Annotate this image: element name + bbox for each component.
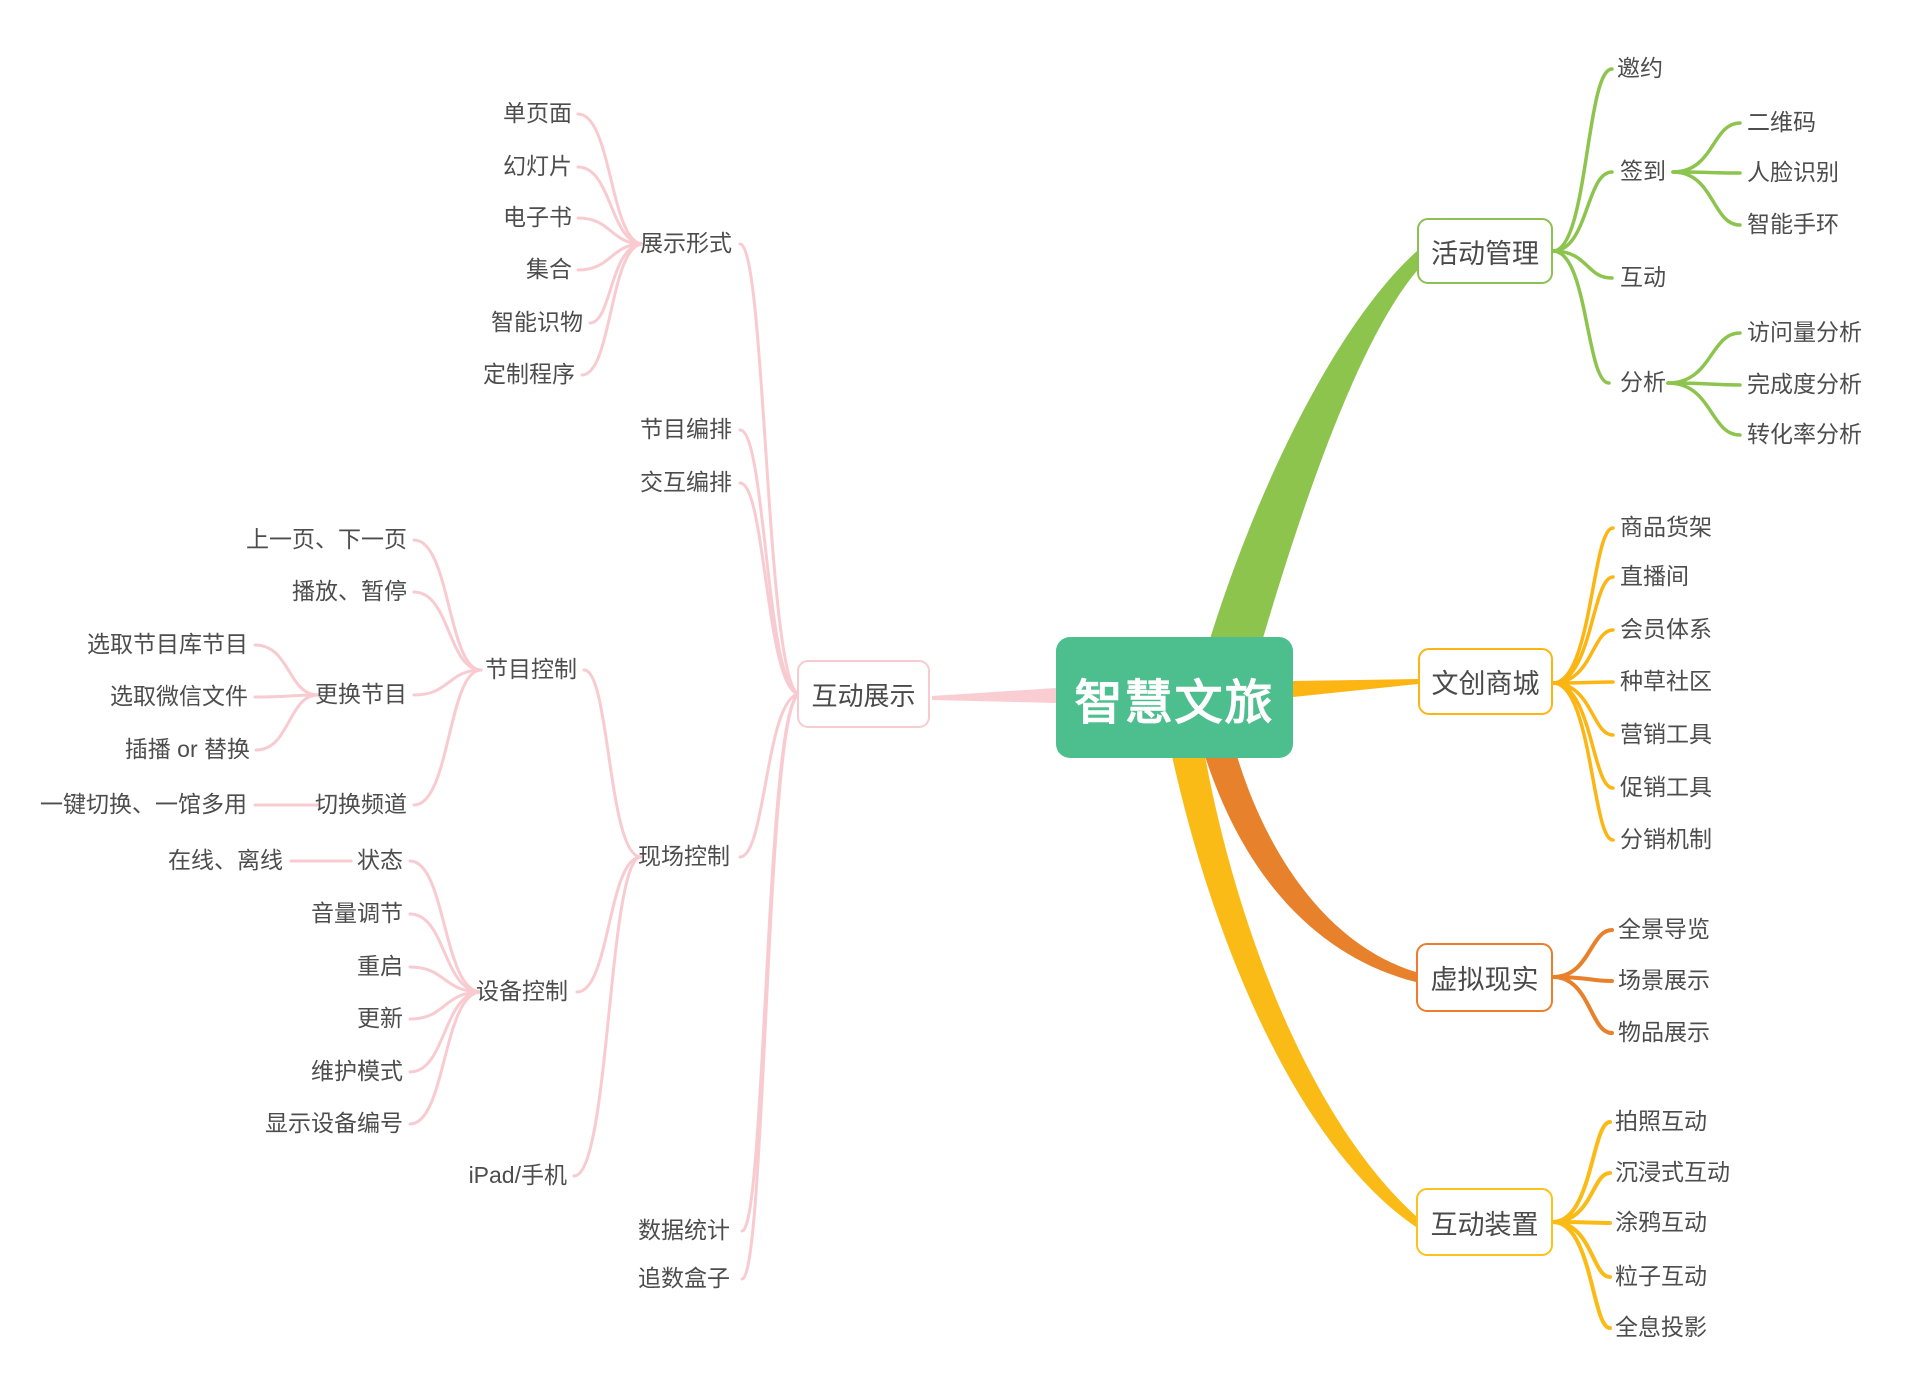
subtopic[interactable]: 更新 — [357, 1005, 403, 1032]
subtopic[interactable]: 完成度分析 — [1747, 371, 1862, 398]
subtopic-onsite-control[interactable]: 现场控制 — [638, 843, 730, 870]
subtopic-interaction[interactable]: 互动 — [1620, 264, 1666, 291]
topic-cultural-mall[interactable]: 文创商城 — [1418, 648, 1553, 715]
root-ribbons — [932, 251, 1424, 1227]
topic-activity-management[interactable]: 活动管理 — [1417, 218, 1553, 284]
subtopic-data-statistics[interactable]: 数据统计 — [638, 1217, 730, 1244]
subtopic-interaction-arrangement[interactable]: 交互编排 — [640, 469, 732, 496]
subtopic[interactable]: 智能手环 — [1747, 211, 1839, 238]
topic-virtual-reality[interactable]: 虚拟现实 — [1416, 943, 1553, 1012]
subtopic[interactable]: 营销工具 — [1620, 721, 1712, 748]
subtopic[interactable]: 选取微信文件 — [110, 683, 248, 710]
green-branch-curves — [1551, 67, 1742, 437]
subtopic-display-forms[interactable]: 展示形式 — [640, 230, 732, 257]
subtopic-switch-channel[interactable]: 切换频道 — [315, 791, 407, 818]
subtopic[interactable]: 音量调节 — [311, 900, 403, 927]
subtopic[interactable]: 直播间 — [1620, 563, 1689, 590]
pink-branch-curves — [253, 112, 802, 1281]
subtopic-program-control[interactable]: 节目控制 — [485, 656, 577, 683]
topic-interactive-display[interactable]: 互动展示 — [797, 660, 930, 728]
subtopic[interactable]: 显示设备编号 — [265, 1110, 403, 1137]
root-topic[interactable]: 智慧文旅 — [1056, 637, 1293, 758]
topic-interactive-devices[interactable]: 互动装置 — [1416, 1188, 1553, 1256]
subtopic-checkin[interactable]: 签到 — [1620, 158, 1666, 185]
subtopic[interactable]: 促销工具 — [1620, 774, 1712, 801]
subtopic[interactable]: 选取节目库节目 — [87, 631, 248, 658]
subtopic[interactable]: 单页面 — [503, 100, 572, 127]
subtopic-program-arrangement[interactable]: 节目编排 — [640, 416, 732, 443]
subtopic[interactable]: 访问量分析 — [1747, 319, 1862, 346]
subtopic-ipad-phone[interactable]: iPad/手机 — [468, 1162, 567, 1189]
subtopic[interactable]: 幻灯片 — [503, 153, 572, 180]
subtopic[interactable]: 涂鸦互动 — [1615, 1209, 1707, 1236]
subtopic[interactable]: 场景展示 — [1618, 967, 1710, 994]
subtopic[interactable]: 播放、暂停 — [292, 578, 407, 605]
subtopic[interactable]: 种草社区 — [1620, 668, 1712, 695]
subtopic[interactable]: 电子书 — [503, 204, 572, 231]
subtopic[interactable]: 一键切换、一馆多用 — [40, 791, 247, 818]
subtopic[interactable]: 会员体系 — [1620, 616, 1712, 643]
subtopic[interactable]: 物品展示 — [1618, 1019, 1710, 1046]
orange-branch-curves — [1551, 928, 1614, 1035]
subtopic[interactable]: 全景导览 — [1618, 916, 1710, 943]
subtopic[interactable]: 全息投影 — [1615, 1314, 1707, 1341]
subtopic-device-control[interactable]: 设备控制 — [476, 978, 568, 1005]
subtopic[interactable]: 转化率分析 — [1747, 421, 1862, 448]
subtopic[interactable]: 维护模式 — [311, 1058, 403, 1085]
subtopic-status[interactable]: 状态 — [357, 847, 403, 874]
subtopic[interactable]: 插播 or 替换 — [124, 736, 250, 763]
subtopic[interactable]: 在线、离线 — [168, 847, 283, 874]
subtopic[interactable]: 定制程序 — [483, 361, 575, 388]
subtopic[interactable]: 二维码 — [1747, 109, 1816, 136]
subtopic[interactable]: 粒子互动 — [1615, 1263, 1707, 1290]
subtopic-analysis[interactable]: 分析 — [1620, 369, 1666, 396]
subtopic[interactable]: 分销机制 — [1620, 826, 1712, 853]
subtopic[interactable]: 商品货架 — [1620, 514, 1712, 541]
subtopic[interactable]: 拍照互动 — [1615, 1108, 1707, 1135]
subtopic-change-program[interactable]: 更换节目 — [315, 681, 407, 708]
gold-branch-curves — [1551, 1120, 1612, 1330]
amber-branch-curves — [1551, 526, 1615, 842]
subtopic[interactable]: 人脸识别 — [1747, 159, 1839, 186]
subtopic[interactable]: 重启 — [357, 953, 403, 980]
subtopic[interactable]: 沉浸式互动 — [1615, 1159, 1730, 1186]
subtopic[interactable]: 集合 — [526, 256, 572, 283]
subtopic[interactable]: 上一页、下一页 — [246, 526, 407, 553]
subtopic-data-box[interactable]: 追数盒子 — [638, 1265, 730, 1292]
subtopic[interactable]: 智能识物 — [491, 309, 583, 336]
subtopic-invite[interactable]: 邀约 — [1617, 55, 1663, 82]
